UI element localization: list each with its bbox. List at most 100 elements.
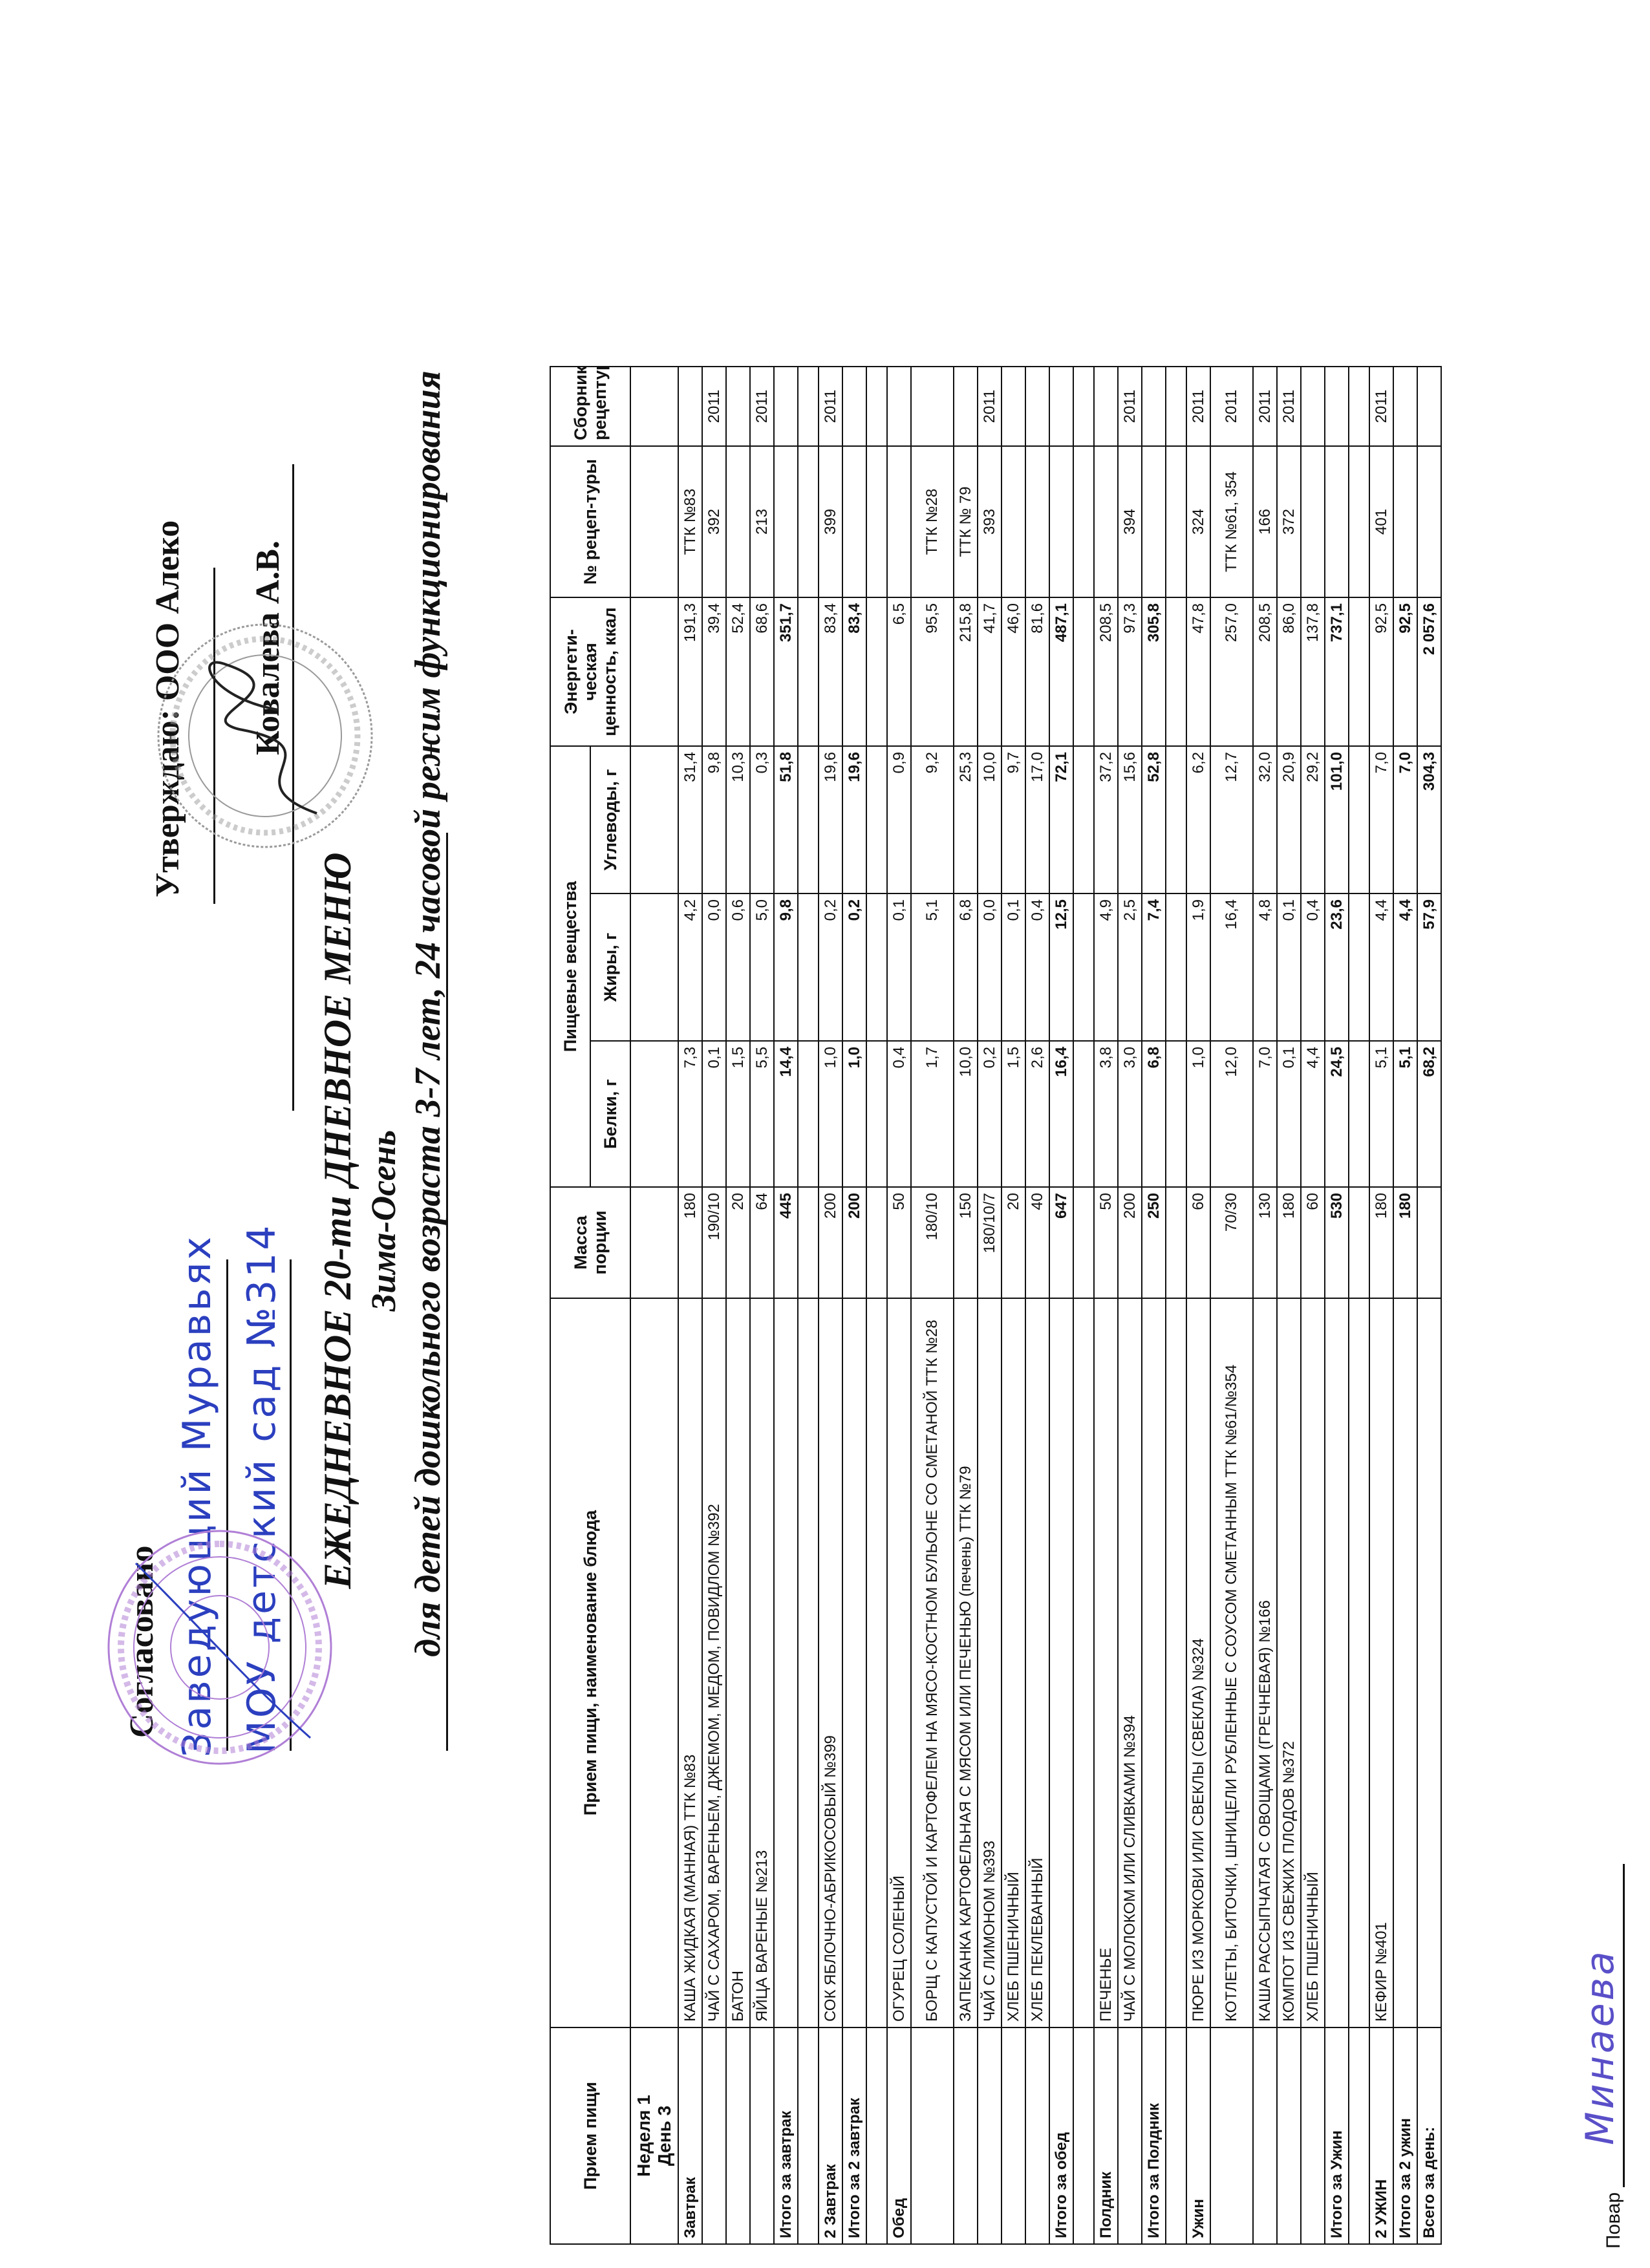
recipe-cell	[1094, 446, 1118, 597]
collection-cell: 2011	[750, 367, 774, 446]
protein-cell: 68,2	[1417, 1041, 1441, 1187]
carbs-cell: 19,6	[842, 746, 866, 893]
dish-cell: ПЮРЕ ИЗ МОРКОВИ ИЛИ СВЕКЛЫ (СВЕКЛА) №324	[1186, 1298, 1210, 2027]
meal-cell: Полдник	[1094, 2027, 1118, 2244]
recipe-cell: ТТК №61, 354	[1210, 446, 1253, 597]
collection-cell: 2011	[978, 367, 1002, 446]
dish-row: ЧАЙ С САХАРОМ, ВАРЕНЬЕМ, ДЖЕМОМ, МЕДОМ, …	[702, 367, 726, 2244]
protein-cell: 5,5	[750, 1041, 774, 1187]
mass-cell	[1417, 1187, 1441, 1298]
fat-cell: 23,6	[1325, 893, 1349, 1041]
recipe-cell: 372	[1277, 446, 1301, 597]
collection-cell	[911, 367, 954, 446]
mass-cell: 530	[1325, 1187, 1349, 1298]
kcal-cell: 83,4	[819, 597, 842, 746]
empty-cell	[630, 746, 678, 893]
protein-cell: 1,7	[911, 1041, 954, 1187]
carbs-cell: 7,0	[1393, 746, 1417, 893]
fat-cell: 2,5	[1118, 893, 1142, 1041]
recipe-cell	[842, 446, 866, 597]
meal-cell: 2 УЖИН	[1369, 2027, 1393, 2244]
header-nutrients: Пищевые вещества	[550, 746, 590, 1187]
protein-cell: 7,0	[1253, 1041, 1277, 1187]
protein-cell: 0,1	[702, 1041, 726, 1187]
header-protein: Белки, г	[590, 1041, 630, 1187]
blank-row	[798, 367, 819, 2244]
kcal-cell: 487,1	[1049, 597, 1073, 746]
collection-cell	[1301, 367, 1325, 446]
collection-cell	[1094, 367, 1118, 446]
dish-cell: КЕФИР №401	[1369, 1298, 1393, 2027]
meal-cell	[1301, 2027, 1325, 2244]
mass-cell: 64	[750, 1187, 774, 1298]
protein-cell: 3,8	[1094, 1041, 1118, 1187]
kcal-cell: 95,5	[911, 597, 954, 746]
dish-cell: БОРЩ С КАПУСТОЙ И КАРТОФЕЛЕМ НА МЯСО-КОС…	[911, 1298, 954, 2027]
mass-cell: 180	[678, 1187, 702, 1298]
protein-cell: 1,0	[842, 1041, 866, 1187]
meal-cell: Итого за Полдник	[1142, 2027, 1166, 2244]
kcal-cell: 6,5	[887, 597, 911, 746]
kcal-cell: 47,8	[1186, 597, 1210, 746]
kcal-cell: 39,4	[702, 597, 726, 746]
recipe-cell: 393	[978, 446, 1002, 597]
empty-cell	[1349, 367, 1369, 446]
kcal-cell: 97,3	[1118, 597, 1142, 746]
collection-cell	[1142, 367, 1166, 446]
dish-cell: ЯЙЦА ВАРЕНЫЕ №213	[750, 1298, 774, 2027]
mass-cell: 180/10	[911, 1187, 954, 1298]
dish-cell: СОК ЯБЛОЧНО-АБРИКОСОВЫЙ №399	[819, 1298, 842, 2027]
fat-cell: 12,5	[1049, 893, 1073, 1041]
mass-cell: 50	[887, 1187, 911, 1298]
kcal-cell: 46,0	[1002, 597, 1025, 746]
kcal-cell: 92,5	[1393, 597, 1417, 746]
collection-cell: 2011	[1118, 367, 1142, 446]
recipe-cell	[774, 446, 798, 597]
carbs-cell: 17,0	[1025, 746, 1049, 893]
empty-cell	[1073, 746, 1094, 893]
collection-cell	[726, 367, 750, 446]
collection-cell	[1325, 367, 1349, 446]
empty-cell	[1073, 1187, 1094, 1298]
empty-cell	[1349, 597, 1369, 746]
recipe-cell: ТТК № 79	[954, 446, 978, 597]
kcal-cell: 41,7	[978, 597, 1002, 746]
empty-cell	[798, 597, 819, 746]
blank-row	[866, 367, 887, 2244]
empty-cell	[1166, 367, 1186, 446]
season-subtitle: Зима-Осень	[364, 1129, 403, 1312]
mass-cell: 250	[1142, 1187, 1166, 1298]
mass-cell: 70/30	[1210, 1187, 1253, 1298]
carbs-cell: 15,6	[1118, 746, 1142, 893]
empty-cell	[866, 446, 887, 597]
empty-cell	[1166, 893, 1186, 1041]
dish-cell: ЧАЙ С МОЛОКОМ ИЛИ СЛИВКАМИ №394	[1118, 1298, 1142, 2027]
recipe-cell: 392	[702, 446, 726, 597]
carbs-cell: 7,0	[1369, 746, 1393, 893]
fat-cell: 57,9	[1417, 893, 1441, 1041]
protein-cell: 24,5	[1325, 1041, 1349, 1187]
blank-row	[1349, 367, 1369, 2244]
mass-cell: 190/10	[702, 1187, 726, 1298]
fat-cell: 16,4	[1210, 893, 1253, 1041]
mass-cell: 60	[1186, 1187, 1210, 1298]
mass-cell: 20	[726, 1187, 750, 1298]
empty-cell	[1349, 1298, 1369, 2027]
fat-cell: 0,1	[887, 893, 911, 1041]
carbs-cell: 32,0	[1253, 746, 1277, 893]
kcal-cell: 215,8	[954, 597, 978, 746]
dish-cell: ПЕЧЕНЬЕ	[1094, 1298, 1118, 2027]
dish-cell: ЧАЙ С ЛИМОНОМ №393	[978, 1298, 1002, 2027]
empty-cell	[1073, 893, 1094, 1041]
collection-cell: 2011	[1210, 367, 1253, 446]
recipe-cell	[1417, 446, 1441, 597]
empty-cell	[1166, 1041, 1186, 1187]
protein-cell: 16,4	[1049, 1041, 1073, 1187]
